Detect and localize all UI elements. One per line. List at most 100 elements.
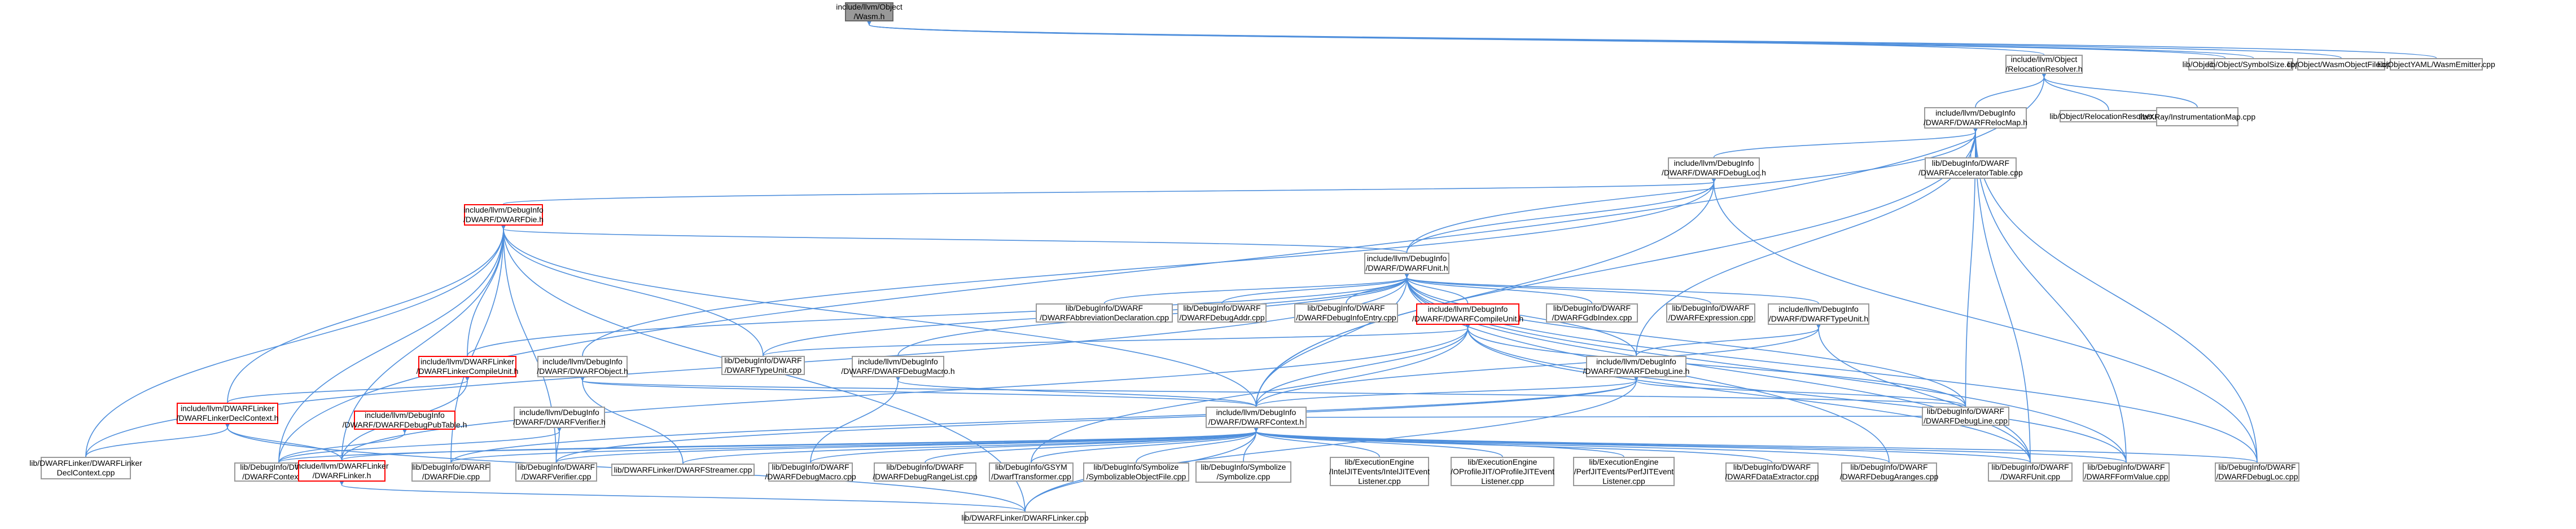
edge-context_h-to-unit_h [1255, 272, 1410, 407]
node-dwarf-die-cpp[interactable]: lib/DebugInfo/DWARF/DWARFDie.cpp [411, 462, 490, 482]
edge-debugloc_cpp-to-context_h [1252, 426, 2258, 463]
edge-intel-to-context_h [1253, 426, 1380, 457]
node-label-line: /DWARFDebugRangeList.cpp [873, 472, 978, 481]
node-label-line: /DWARFAcceleratorTable.cpp [1918, 168, 2023, 177]
node-dwarf-linker-h[interactable]: include/llvm/DWARFLinker/DWARFLinker.h [295, 460, 388, 482]
node-label-line: include/llvm/DebugInfo [1935, 108, 2016, 117]
node-dwarf-debug-info-entry-cpp[interactable]: lib/DebugInfo/DWARF/DWARFDebugInfoEntry.… [1294, 303, 1398, 323]
node-relocation-resolver-cpp[interactable]: lib/Object/RelocationResolver.cpp [2049, 110, 2168, 122]
node-label-line: /DWARFDebugMacro.cpp [765, 472, 856, 481]
edge-streamer-to-object_h [579, 375, 684, 464]
node-label-line: /DWARFUnit.cpp [2000, 472, 2061, 481]
node-dwarf-debug-line-cpp[interactable]: lib/DebugInfo/DWARF/DWARFDebugLine.cpp [1922, 407, 2009, 426]
node-symbol-size-cpp[interactable]: lib/Object/SymbolSize.cpp [2207, 58, 2299, 70]
node-label-line: lib/DebugInfo/GSYM [995, 462, 1067, 471]
node-dwarf-debug-addr-cpp[interactable]: lib/DebugInfo/DWARF/DWARFDebugAddr.cpp [1177, 303, 1267, 323]
node-label-line: lib/DebugInfo/DWARF [1926, 407, 2005, 416]
node-label-line: include/llvm/DebugInfo [1216, 408, 1296, 417]
node-symbolize-cpp[interactable]: lib/DebugInfo/Symbolize/Symbolize.cpp [1195, 461, 1291, 483]
node-label-line: include/llvm/DWARFLinker [181, 404, 274, 413]
node-label-line: lib/Object/WasmObjectFile.cpp [2287, 59, 2395, 69]
node-dwarf-debug-loc-h[interactable]: include/llvm/DebugInfo/DWARF/DWARFDebugL… [1662, 157, 1766, 179]
node-dwarf-linker-decl-context-h[interactable]: include/llvm/DWARFLinker/DWARFLinkerDecl… [177, 403, 278, 424]
node-dwarf-verifier-cpp[interactable]: lib/DebugInfo/DWARF/DWARFVerifier.cpp [515, 462, 597, 482]
node-intel-jit-event-listener-cpp[interactable]: lib/ExecutionEngine/IntelJITEvents/Intel… [1329, 457, 1430, 486]
edge-verifier_cpp-to-debugline_h [555, 375, 1640, 463]
node-dwarf-abbreviation-declaration-cpp[interactable]: lib/DebugInfo/DWARF/DWARFAbbreviationDec… [1036, 303, 1173, 323]
edge-oprofile-to-context_h [1253, 426, 1503, 457]
edge-context_cpp-to-verifier_h [278, 426, 563, 463]
node-symbolizable-object-file-cpp[interactable]: lib/DebugInfo/Symbolize/SymbolizableObje… [1083, 462, 1189, 482]
node-wasm-emitter-cpp[interactable]: lib/ObjectYAML/WasmEmitter.cpp [2377, 58, 2495, 70]
edge-unit_h-to-debugloc_h [1406, 177, 1717, 253]
node-label-line: /DWARFAbbreviationDeclaration.cpp [1039, 313, 1169, 322]
node-label-line: /DWARFDebugAranges.cpp [1839, 472, 1939, 481]
node-dwarf-unit-h[interactable]: include/llvm/DebugInfo/DWARF/DWARFUnit.h [1364, 253, 1449, 274]
node-dwarf-form-value-cpp[interactable]: lib/DebugInfo/DWARF/DWARFFormValue.cpp [2083, 462, 2170, 482]
node-dwarf-debug-pub-table-h[interactable]: include/llvm/DebugInfo/DWARF/DWARFDebugP… [343, 411, 467, 430]
node-label-line: lib/DebugInfo/DWARF [772, 462, 849, 471]
node-label-line: lib/DebugInfo/DWARF [517, 462, 595, 471]
node-label-line: /DWARF/DWARFVerifier.h [513, 417, 606, 426]
node-label-line: lib/DebugInfo/DWARF [412, 462, 490, 471]
edge-debugloc_cpp-to-debugloc_h [1711, 177, 2258, 463]
node-dwarf-debug-aranges-cpp[interactable]: lib/DebugInfo/DWARF/DWARFDebugAranges.cp… [1839, 462, 1939, 482]
node-dwarf-accelerator-table-cpp[interactable]: lib/DebugInfo/DWARF/DWARFAcceleratorTabl… [1918, 157, 2023, 179]
node-perf-jit-event-listener-cpp[interactable]: lib/ExecutionEngine/PerfJITEvents/PerfJI… [1573, 457, 1675, 486]
edge-linkerdecl_h-to-linkercu_h [227, 375, 471, 403]
node-dwarf-reloc-map-h[interactable]: include/llvm/DebugInfo/DWARF/DWARFRelocM… [1924, 107, 2027, 129]
node-label-line: include/llvm/DebugInfo [1596, 357, 1676, 366]
node-dwarf-verifier-h[interactable]: include/llvm/DebugInfo/DWARF/DWARFVerifi… [513, 407, 606, 428]
node-dwarf-linker-compile-unit-h[interactable]: include/llvm/DWARFLinker/DWARFLinkerComp… [417, 356, 518, 377]
node-dwarf-debug-macro-h[interactable]: include/llvm/DebugInfo/DWARF/DWARFDebugM… [841, 356, 955, 377]
node-label-line: /DwarfTransformer.cpp [991, 472, 1071, 481]
node-dwarf-debug-range-list-cpp[interactable]: lib/DebugInfo/DWARF/DWARFDebugRangeList.… [873, 462, 978, 482]
node-wasm-object-file-cpp[interactable]: lib/Object/WasmObjectFile.cpp [2288, 58, 2395, 70]
node-label-line: include/llvm/DebugInfo [1366, 254, 1447, 263]
node-dwarf-type-unit-cpp[interactable]: lib/DebugInfo/DWARF/DWARFTypeUnit.cpp [721, 356, 805, 375]
node-label-line: include/llvm/Object [2010, 55, 2078, 64]
node-dwarf-compile-unit-h[interactable]: include/llvm/DebugInfo/DWARF/DWARFCompil… [1412, 303, 1523, 325]
edge-expression-to-unit_h [1404, 272, 1711, 304]
edge-context_h-to-die_h [500, 223, 1257, 407]
edge-unit_cpp-to-relocmap [1972, 126, 2031, 463]
node-dwarf-gdb-index-cpp[interactable]: lib/DebugInfo/DWARF/DWARFGdbIndex.cpp [1546, 303, 1638, 323]
node-label-line: lib/DebugInfo/Symbolize [1093, 462, 1179, 471]
node-wasm-h[interactable]: include/llvm/Object/Wasm.h [836, 2, 903, 21]
node-dwarf-die-h[interactable]: include/llvm/DebugInfo/DWARF/DWARFDie.h [463, 204, 544, 226]
node-dwarf-debug-macro-cpp[interactable]: lib/DebugInfo/DWARF/DWARFDebugMacro.cpp [765, 462, 856, 482]
edge-linker_cpp-to-debugline_h [1024, 375, 1640, 512]
node-label-line: /DWARF/DWARFObject.h [537, 367, 628, 376]
node-label-line: /DWARF/DWARFTypeUnit.h [1768, 314, 1869, 323]
node-dwarf-data-extractor-cpp[interactable]: lib/DebugInfo/DWARF/DWARFDataExtractor.c… [1725, 462, 1819, 482]
edge-wasmemit-to-wasm [866, 19, 2437, 59]
edge-debugloc_cpp-to-relocmap [1972, 126, 2258, 463]
node-label-line: lib/DWARFLinker/DWARFLinker [29, 459, 142, 468]
edge-relres_h-to-wasm [866, 19, 2045, 55]
node-dwarf-context-h[interactable]: include/llvm/DebugInfo/DWARF/DWARFContex… [1206, 407, 1307, 428]
node-relocation-resolver-h[interactable]: include/llvm/Object/RelocationResolver.h [2005, 55, 2083, 74]
edge-die_h-to-debugloc_h [503, 177, 1718, 205]
node-dwarf-debug-line-h[interactable]: include/llvm/DebugInfo/DWARF/DWARFDebugL… [1583, 356, 1689, 377]
edge-context_cpp-to-die_h [278, 223, 507, 463]
node-dwarf-object-h[interactable]: include/llvm/DebugInfo/DWARF/DWARFObject… [537, 356, 628, 377]
node-label-line: Listener.cpp [1358, 476, 1401, 486]
edge-linker_h-to-compileunit_h [341, 323, 1471, 461]
node-dwarf-transformer-cpp[interactable]: lib/DebugInfo/GSYM/DwarfTransformer.cpp [989, 462, 1074, 482]
node-dwarf-expression-cpp[interactable]: lib/DebugInfo/DWARF/DWARFExpression.cpp [1666, 303, 1755, 323]
node-label-line: /DWARF/DWARFRelocMap.h [1923, 118, 2028, 127]
edge-debugline_cpp-to-unit_h [1404, 272, 1966, 407]
node-label-line: /DWARF/DWARFUnit.h [1365, 263, 1448, 272]
edge-declctx_cpp-to-linkerdecl_h [85, 422, 231, 457]
node-oprofile-jit-event-listener-cpp[interactable]: lib/ExecutionEngine/OProfileJIT/OProfile… [1451, 457, 1554, 486]
node-dwarf-debug-loc-cpp[interactable]: lib/DebugInfo/DWARF/DWARFDebugLoc.cpp [2215, 462, 2299, 482]
node-instrumentation-map-cpp[interactable]: lib/XRay/InstrumentationMap.cpp [2139, 107, 2255, 126]
node-dwarf-streamer-cpp[interactable]: lib/DWARFLinker/DWARFStreamer.cpp [611, 464, 755, 476]
edge-debugline_cpp-to-relocmap [1965, 126, 1979, 407]
edge-debugline_cpp-to-context_h [1301, 415, 1922, 421]
node-dwarf-unit-cpp[interactable]: lib/DebugInfo/DWARF/DWARFUnit.cpp [1988, 462, 2073, 482]
node-dwarf-type-unit-h[interactable]: include/llvm/DebugInfo/DWARF/DWARFTypeUn… [1768, 303, 1869, 325]
node-dwarf-linker-cpp[interactable]: lib/DWARFLinker/DWARFLinker.cpp [961, 512, 1089, 524]
